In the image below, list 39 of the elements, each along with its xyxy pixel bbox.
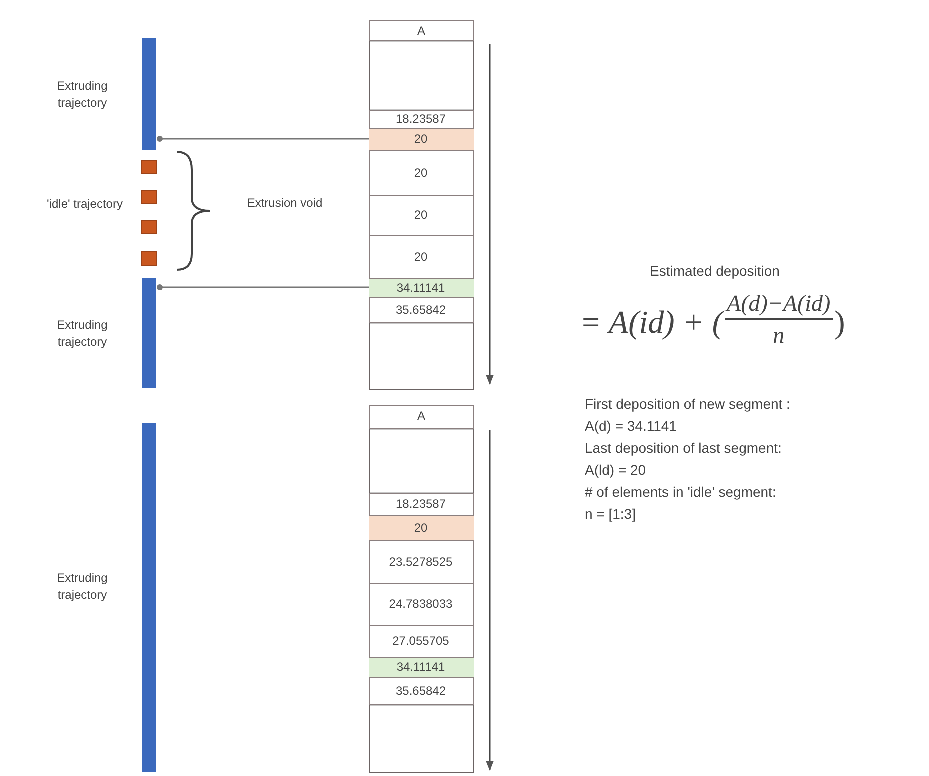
table-cell: 20 (368, 150, 474, 194)
table-cell: 20 (368, 128, 474, 150)
data-table (369, 20, 474, 390)
trajectory-label: 'idle' trajectory (46, 196, 124, 213)
table-cell: 23.5278525 (368, 540, 474, 582)
formula-title: Estimated deposition (650, 262, 780, 281)
idle-square (141, 160, 157, 174)
note-text: A(d) = 34.1141 (585, 417, 677, 436)
column-header: A (416, 23, 426, 40)
formula-denominator: n (772, 322, 786, 350)
formula-text: = A(id) + ( (580, 303, 724, 342)
table-cell: 35.65842 (368, 296, 474, 322)
idle-square (141, 190, 157, 204)
note-text: # of elements in 'idle' segment: (585, 483, 776, 502)
connector-line (157, 136, 369, 142)
trajectory-bar (142, 278, 156, 388)
table-cell: 34.11141 (368, 278, 474, 296)
note-text: n = [1:3] (585, 505, 636, 524)
table-cell: 34.11141 (368, 656, 474, 676)
note-text: Last deposition of last segment: (585, 439, 782, 458)
formula-text: ) (834, 303, 846, 342)
idle-square (141, 251, 157, 266)
table-cell: 24.7838033 (368, 582, 474, 624)
data-table (369, 405, 474, 773)
trajectory-bar (142, 38, 156, 150)
trajectory-label: Extruding trajectory (56, 570, 109, 604)
trajectory-label: Extruding trajectory (56, 78, 109, 112)
table-cell: 35.65842 (368, 676, 474, 704)
note-text: First deposition of new segment : (585, 395, 790, 414)
trajectory-bar (142, 423, 156, 772)
column-header: A (416, 408, 426, 425)
brace-label: Extrusion void (246, 195, 324, 212)
idle-square (141, 220, 157, 234)
table-cell: 20 (368, 514, 474, 540)
trajectory-label: Extruding trajectory (56, 317, 109, 351)
note-text: A(ld) = 20 (585, 461, 646, 480)
table-cell: 20 (368, 194, 474, 234)
connector-line (157, 284, 369, 290)
formula-numerator: A(d)−A(id) (725, 290, 833, 320)
